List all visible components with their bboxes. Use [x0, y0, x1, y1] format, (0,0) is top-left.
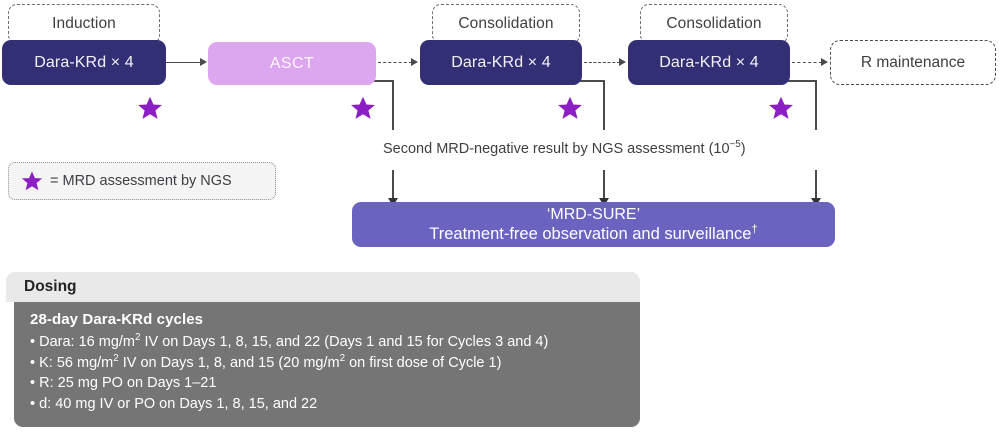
dosing-item-k: • K: 56 mg/m2 IV on Days 1, 8, and 15 (2… — [30, 353, 624, 374]
arrow-consolidation-1-to-2 — [619, 57, 626, 66]
connector-asct-to-consolidation-1 — [378, 61, 412, 63]
connector-induction-to-asct — [166, 61, 201, 64]
dosing-item-r: • R: 25 mg PO on Days 1–21 — [30, 373, 624, 394]
connector-consolidation-1-to-2 — [584, 61, 620, 63]
r-maintenance-label: R maintenance — [860, 53, 966, 71]
mrd-star-icon-4 — [768, 95, 794, 121]
dosing-item-sup2: 2 — [339, 352, 346, 364]
treatment-box-label: Dara-KRd × 4 — [659, 53, 759, 71]
dosing-item-pre: • d: 40 mg IV or PO on Days 1, 8, 15, an… — [30, 395, 318, 412]
drop-connector-2-vertical-lower — [603, 170, 605, 203]
treatment-box-label: Dara-KRd × 4 — [34, 53, 134, 71]
mrd-note-exponent: −5 — [729, 139, 741, 151]
dosing-item-pre: • K: 56 mg/m — [30, 354, 114, 371]
phase-label-induction: Induction — [8, 4, 160, 44]
dosing-item-pre: • Dara: 16 mg/m — [30, 334, 135, 350]
mrd-star-icon-3 — [557, 95, 583, 121]
drop-connector-3-elbow — [788, 80, 817, 82]
phase-label-consolidation-2: Consolidation — [640, 4, 788, 44]
arrow-consolidation-2-to-maintenance — [821, 57, 828, 66]
connector-consolidation-2-to-maintenance — [792, 61, 822, 63]
mrd-negative-note: Second MRD-negative result by NGS assess… — [383, 139, 746, 157]
drop-connector-3-vertical-lower — [815, 170, 817, 203]
dosing-title: 28-day Dara-KRd cycles — [30, 311, 204, 328]
phase-label-text: Consolidation — [458, 15, 554, 32]
mrd-sure-line2-text: Treatment-free observation and surveilla… — [429, 225, 752, 243]
phase-label-text: Induction — [52, 15, 116, 32]
mrd-sure-dagger: † — [751, 223, 758, 236]
mrd-note-tail: ) — [740, 141, 746, 157]
mrd-sure-line2: Treatment-free observation and surveilla… — [429, 224, 757, 244]
treatment-box-induction[interactable]: Dara-KRd × 4 — [2, 40, 166, 85]
dosing-item-post2: on first dose of Cycle 1) — [345, 354, 502, 371]
mrd-star-icon-2 — [350, 95, 376, 121]
dosing-item-post: IV on Days 1, 8, and 15 (20 mg/m — [118, 354, 340, 371]
drop-connector-1-vertical — [392, 80, 394, 130]
legend-text: = MRD assessment by NGS — [50, 173, 232, 189]
mrd-note-text: Second MRD-negative result by NGS assess… — [383, 141, 730, 157]
dosing-item-d: • d: 40 mg IV or PO on Days 1, 8, 15, an… — [30, 394, 624, 415]
star-icon — [21, 170, 43, 192]
arrow-induction-to-asct — [200, 57, 207, 66]
dosing-header-label: Dosing — [24, 278, 77, 295]
treatment-box-consolidation-2[interactable]: Dara-KRd × 4 — [628, 40, 790, 85]
drop-connector-2-elbow — [580, 80, 605, 82]
drop-connector-3-vertical — [815, 80, 817, 130]
legend-mrd-assessment: = MRD assessment by NGS — [8, 162, 276, 200]
treatment-box-asct[interactable]: ASCT — [208, 42, 376, 85]
mrd-sure-box[interactable]: ‘MRD-SURE’ Treatment-free observation an… — [352, 202, 835, 247]
mrd-star-icon-1 — [137, 95, 163, 121]
dosing-item-post: IV on Days 1, 8, 15, and 22 (Days 1 and … — [140, 334, 549, 350]
mrd-sure-line1: ‘MRD-SURE’ — [546, 206, 641, 223]
treatment-box-consolidation-1[interactable]: Dara-KRd × 4 — [420, 40, 582, 85]
dosing-body: 28-day Dara-KRd cycles • Dara: 16 mg/m2 … — [14, 302, 640, 427]
dosing-item-dara: • Dara: 16 mg/m2 IV on Days 1, 8, 15, an… — [30, 332, 624, 353]
dosing-item-pre: • R: 25 mg PO on Days 1–21 — [30, 375, 217, 391]
r-maintenance-box[interactable]: R maintenance — [830, 40, 996, 85]
asct-label: ASCT — [269, 54, 315, 72]
phase-label-text: Consolidation — [666, 15, 762, 32]
drop-connector-1-elbow — [374, 80, 394, 82]
phase-label-consolidation-1: Consolidation — [432, 4, 580, 44]
dosing-item-sup: 2 — [113, 352, 119, 364]
dosing-header: Dosing — [6, 272, 640, 302]
arrow-asct-to-consolidation-1 — [411, 57, 418, 66]
dosing-item-sup: 2 — [135, 332, 141, 344]
treatment-box-label: Dara-KRd × 4 — [451, 53, 551, 71]
drop-connector-2-vertical — [603, 80, 605, 130]
drop-connector-1-vertical-lower — [392, 170, 394, 203]
